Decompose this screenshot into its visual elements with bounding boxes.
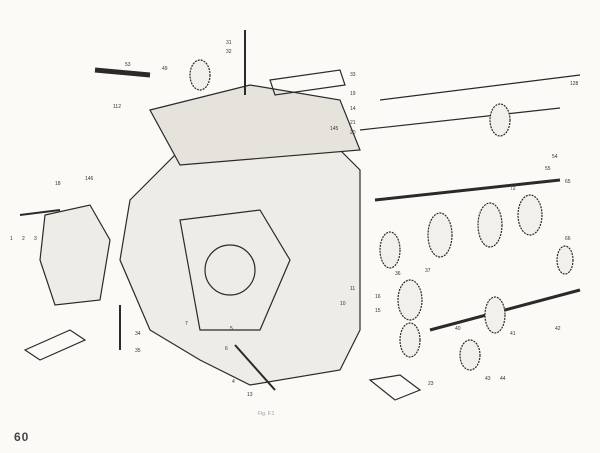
selector-rod	[359, 107, 561, 131]
part-label: 128	[570, 81, 579, 87]
part-label: 13	[247, 392, 253, 398]
part-label: 49	[162, 66, 168, 72]
part-label: 33	[350, 72, 356, 78]
part-label: 112	[113, 104, 121, 110]
casing-web	[179, 209, 291, 331]
gear	[189, 59, 211, 91]
gear	[477, 202, 503, 248]
gear	[484, 296, 506, 334]
part-label: 4	[232, 379, 235, 385]
part-label: 32	[226, 49, 232, 55]
bracket	[368, 374, 422, 401]
part-label: 1	[10, 236, 13, 242]
part-label: 20	[350, 130, 356, 136]
top-cover	[149, 84, 361, 166]
part-label: 16	[375, 294, 381, 300]
gear	[517, 194, 543, 236]
part-label: 40	[455, 326, 461, 332]
gear	[379, 231, 401, 269]
part-label: 55	[545, 166, 551, 172]
part-label: 42	[555, 326, 561, 332]
lever	[23, 329, 87, 361]
part-label: 145	[330, 126, 339, 132]
part-label: 15	[375, 308, 381, 314]
side-stud	[19, 209, 61, 216]
page-number: 60	[14, 430, 30, 444]
selector-rod	[379, 74, 581, 101]
top-rod	[94, 67, 151, 78]
part-label: 19	[350, 91, 356, 97]
part-label: 2	[22, 236, 25, 242]
gear	[397, 279, 423, 321]
part-label: 41	[510, 331, 516, 337]
gearbox-casing	[119, 139, 361, 386]
part-label: 44	[500, 376, 506, 382]
part-label: 66	[565, 236, 571, 242]
part-label: 43	[485, 376, 491, 382]
part-label: 54	[552, 154, 558, 160]
shift-arm	[269, 69, 346, 96]
end-plate	[39, 204, 111, 306]
part-label: 21	[350, 120, 356, 126]
part-label: 14	[350, 106, 356, 112]
part-label: 146	[85, 176, 94, 182]
part-label: 11	[350, 286, 355, 292]
figure-caption: Fig. F.1	[258, 411, 275, 417]
part-label: 5	[230, 326, 233, 332]
gear	[399, 322, 421, 358]
gear	[489, 103, 511, 137]
part-label: 35	[135, 348, 141, 354]
part-label: 10	[340, 301, 346, 307]
gear	[459, 339, 481, 371]
part-label: 65	[565, 179, 571, 185]
part-label: 53	[125, 62, 131, 68]
part-label: 7	[185, 321, 188, 327]
bearing-bore	[204, 244, 256, 296]
part-label: 36	[395, 271, 401, 277]
layshaft	[374, 178, 561, 202]
part-label: 37	[425, 268, 431, 274]
part-label: 6	[225, 346, 228, 352]
part-label: 23	[428, 381, 434, 387]
part-labels: 31 32 53 49 33 112 19 14 21 20 5 6 7 4 1…	[10, 40, 579, 398]
part-label: 72	[510, 186, 516, 192]
gear	[556, 245, 574, 275]
bolt	[234, 344, 276, 391]
gear	[427, 212, 453, 258]
part-label: 18	[55, 181, 61, 187]
part-label: 34	[135, 331, 141, 337]
part-label: 31	[226, 40, 232, 46]
part-label: 3	[34, 236, 37, 242]
